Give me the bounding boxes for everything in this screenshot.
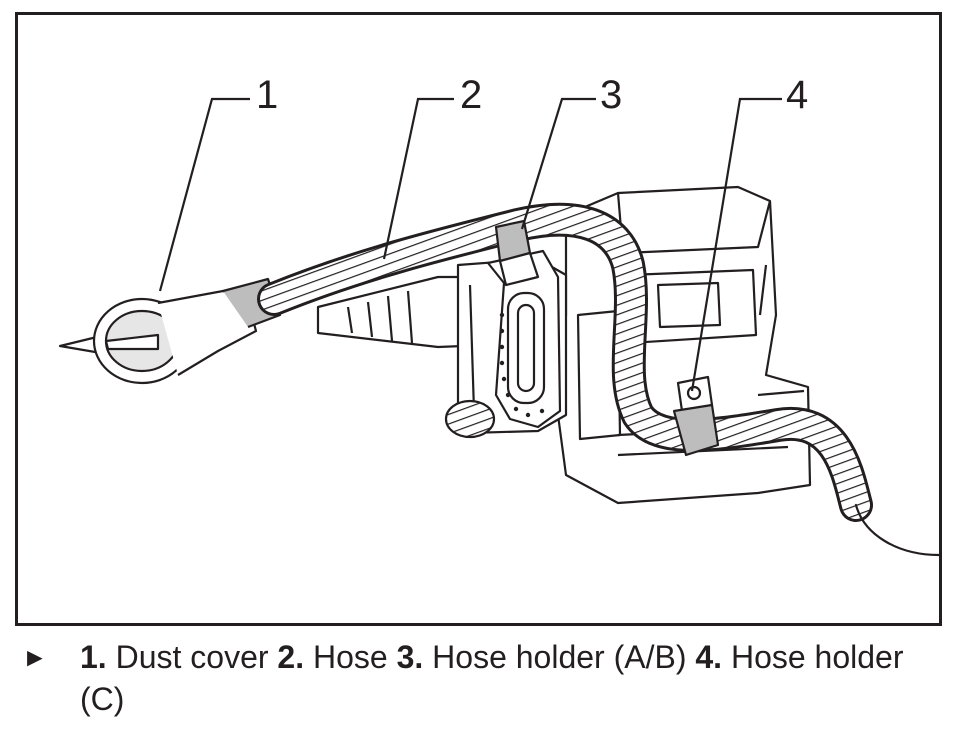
caption-num-3: 3.: [396, 639, 424, 675]
caption-num-2: 2.: [277, 639, 305, 675]
hose-holder-c: [672, 375, 720, 457]
figure-frame: 1 2 3 4: [15, 12, 942, 626]
caption-text: 1. Dust cover 2. Hose 3. Hose holder (A/…: [80, 636, 942, 720]
caption-label-3: Hose holder (A/B): [432, 639, 687, 675]
tool-illustration: [58, 97, 939, 557]
caption-num-4: 4.: [695, 639, 723, 675]
callout-3: 3: [600, 73, 623, 117]
callout-2: 2: [460, 73, 483, 117]
leader-lines: [158, 97, 782, 392]
caption-label-2: Hose: [312, 639, 388, 675]
callout-4: 4: [786, 73, 809, 117]
caption-label-1: Dust cover: [115, 639, 269, 675]
callout-1: 1: [256, 73, 279, 117]
caption-marker: ►: [22, 642, 48, 672]
hose-holder-ab: [494, 219, 540, 287]
side-handle: [486, 249, 562, 429]
dust-cover: [58, 277, 282, 385]
hose: [257, 202, 939, 557]
caption-label-4: Hose holder (C): [80, 639, 904, 717]
caption-num-1: 1.: [80, 639, 107, 675]
figure-caption: ► 1. Dust cover 2. Hose 3. Hose holder (…: [22, 636, 942, 720]
